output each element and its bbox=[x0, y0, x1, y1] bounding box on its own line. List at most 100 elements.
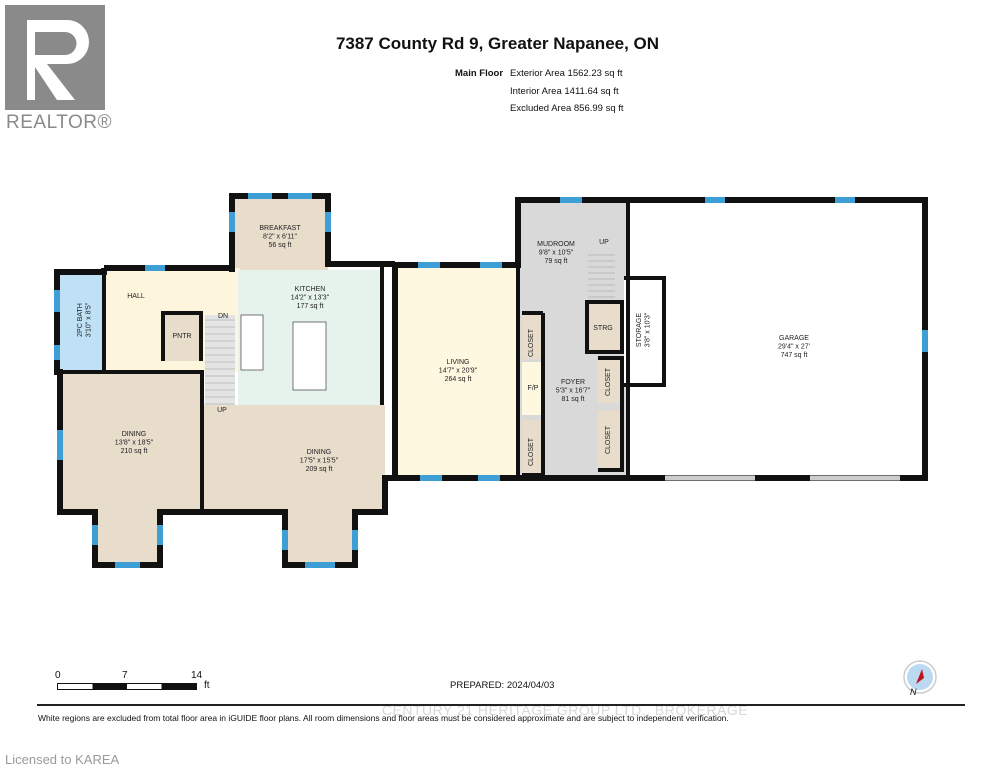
room-label-line: DINING bbox=[307, 449, 332, 456]
room-label-line: 17'5" x 15'5" bbox=[300, 458, 339, 465]
kitchen-island bbox=[292, 321, 327, 391]
dining-right-bay bbox=[285, 505, 355, 565]
compass-icon: N bbox=[902, 660, 938, 705]
room-label-line: MUDROOM bbox=[537, 241, 575, 248]
floor-plan: BREAKFAST 8'2" x 6'11"56 sq ft HALL KITCHEN… bbox=[54, 193, 928, 568]
room-label-line: 13'8" x 18'5" bbox=[115, 440, 154, 447]
room-label-line: DINING bbox=[122, 431, 147, 438]
closet-area bbox=[522, 313, 543, 359]
kitchen-counter bbox=[240, 314, 264, 371]
room-label-line: BREAKFAST bbox=[259, 225, 301, 232]
wall bbox=[161, 311, 203, 361]
room-label-line: CLOSET bbox=[605, 425, 612, 454]
exterior-area: Exterior Area 1562.23 sq ft bbox=[510, 68, 623, 79]
scale-tick: 14 bbox=[191, 670, 203, 681]
closet-area bbox=[598, 358, 622, 403]
stairs bbox=[205, 315, 235, 405]
room-label-line: FOYER bbox=[561, 379, 585, 386]
room-label: LIVING 14'7" x 20'9"264 sq ft bbox=[439, 359, 478, 383]
closet-area bbox=[522, 420, 543, 475]
strg-area bbox=[587, 302, 622, 352]
room-label-line: DN bbox=[218, 313, 228, 320]
scale-tick: 0 bbox=[55, 670, 61, 681]
room-label-line: 8'2" x 6'11" bbox=[263, 234, 297, 241]
room-label: DINING 17'5" x 15'5"209 sq ft bbox=[300, 449, 339, 473]
room-label-line: CLOSET bbox=[528, 328, 535, 357]
room-label: CLOSET bbox=[605, 367, 612, 396]
disclaimer: White regions are excluded from total fl… bbox=[38, 713, 729, 723]
living-area bbox=[395, 265, 518, 478]
room-label: PNTR bbox=[172, 333, 191, 340]
dining-left-area bbox=[60, 372, 202, 512]
prepared-date: PREPARED: 2024/04/03 bbox=[450, 680, 555, 691]
watermark: CENTURY 21 HERITAGE GROUP LTD., BROKERAG… bbox=[381, 702, 749, 718]
room-label-line: 209 sq ft bbox=[306, 466, 333, 473]
garage-area bbox=[628, 200, 925, 478]
room-label-line: STORAGE bbox=[636, 313, 643, 347]
room-label-line: 81 sq ft bbox=[562, 396, 585, 403]
room-label: MUDROOM 9'8" x 10'5"79 sq ft bbox=[537, 241, 575, 265]
room-label-line: CLOSET bbox=[605, 367, 612, 396]
room-label-line: 210 sq ft bbox=[121, 448, 148, 455]
room-label-line: 14'7" x 20'9" bbox=[439, 368, 478, 375]
room-label: CLOSET bbox=[528, 328, 535, 357]
room-label-line: 3'10" x 8'5" bbox=[86, 302, 93, 337]
room-label-line: 3'8" x 10'3" bbox=[645, 312, 652, 347]
room-label: CLOSET bbox=[605, 425, 612, 454]
room-label-line: STRG bbox=[593, 325, 612, 332]
room-label: DINING 13'8" x 18'5"210 sq ft bbox=[115, 431, 154, 455]
room-label-line: 747 sq ft bbox=[781, 352, 808, 359]
compass-label: N bbox=[910, 687, 917, 697]
room-label: F/P bbox=[528, 385, 539, 392]
room-label-line: GARAGE bbox=[779, 335, 809, 342]
bath-area bbox=[57, 272, 105, 372]
licensed-text: Licensed to KAREA bbox=[5, 752, 120, 767]
dining-right-area bbox=[202, 405, 385, 513]
room-label-line: 29'4" x 27' bbox=[778, 344, 810, 351]
room-label: UP bbox=[599, 239, 609, 246]
page-title: 7387 County Rd 9, Greater Napanee, ON bbox=[335, 34, 660, 53]
room-label-line: 264 sq ft bbox=[445, 376, 472, 383]
wall bbox=[598, 356, 624, 472]
room-label-line: 2PC BATH bbox=[77, 303, 84, 337]
room-label-line: 9'8" x 10'5" bbox=[539, 250, 574, 257]
breakfast-area bbox=[232, 196, 328, 276]
excluded-area: Excluded Area 856.99 sq ft bbox=[510, 103, 624, 114]
room-label-line: PNTR bbox=[172, 333, 191, 340]
room-label-line: LIVING bbox=[447, 359, 470, 366]
room-label: FOYER 5'3" x 16'7"81 sq ft bbox=[556, 379, 591, 403]
wall bbox=[585, 300, 624, 354]
room-label-line: 5'3" x 16'7" bbox=[556, 388, 591, 395]
realtor-logo bbox=[5, 5, 105, 110]
realtor-logo-text: REALTOR® bbox=[6, 112, 112, 133]
room-label-line: HALL bbox=[127, 293, 145, 300]
divider bbox=[37, 704, 965, 706]
room-label-line: CLOSET bbox=[528, 437, 535, 466]
room-label-line: 56 sq ft bbox=[269, 242, 292, 249]
closet-area bbox=[598, 410, 622, 470]
room-label: CLOSET bbox=[528, 437, 535, 466]
room-label: GARAGE 29'4" x 27'747 sq ft bbox=[778, 335, 810, 359]
dining-left-bay bbox=[95, 505, 160, 565]
interior-area: Interior Area 1411.64 sq ft bbox=[510, 86, 619, 97]
room-label-line: 14'2" x 13'3" bbox=[291, 295, 330, 302]
scale-unit: ft bbox=[204, 680, 210, 691]
room-label: HALL bbox=[127, 293, 145, 300]
room-label: BREAKFAST 8'2" x 6'11"56 sq ft bbox=[259, 225, 301, 249]
room-label-line: 177 sq ft bbox=[297, 303, 324, 310]
room-label-line: F/P bbox=[528, 385, 539, 392]
scale-bar-graphic bbox=[57, 683, 197, 690]
room-label-line: 79 sq ft bbox=[545, 258, 568, 265]
pantry-area bbox=[163, 313, 201, 361]
floor-label: Main Floor bbox=[455, 68, 504, 79]
room-label: UP bbox=[217, 407, 227, 414]
room-label: STRG bbox=[593, 325, 612, 332]
wall bbox=[54, 268, 202, 568]
room-label-line: UP bbox=[217, 407, 227, 414]
room-label-line: UP bbox=[599, 239, 609, 246]
fireplace-area bbox=[522, 362, 543, 415]
room-label: DN bbox=[218, 313, 228, 320]
